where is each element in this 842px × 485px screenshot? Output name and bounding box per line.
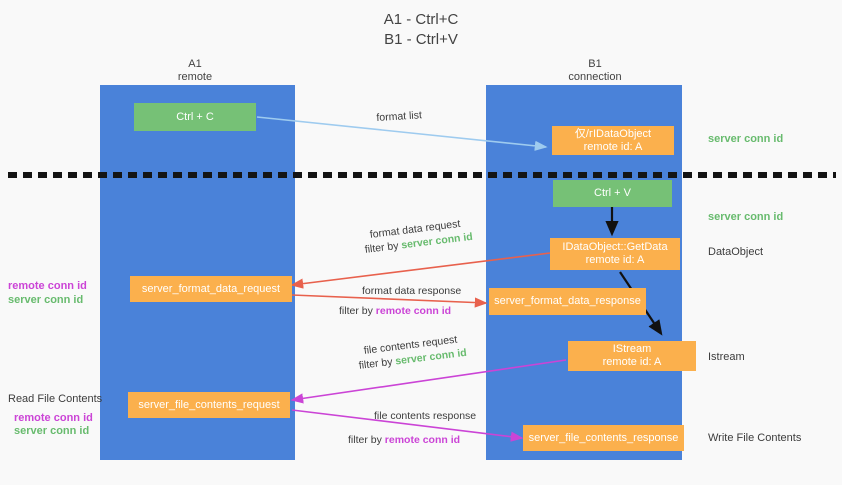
title-line-1: A1 - Ctrl+C bbox=[383, 11, 459, 28]
column-header-a1: A1 remote bbox=[130, 58, 260, 84]
label-dataobject: DataObject bbox=[708, 246, 764, 258]
arrow-label-format-data-response: format data response bbox=[362, 285, 462, 297]
label-server-conn-id-top: server conn id bbox=[708, 133, 784, 145]
box-ole-idataobject[interactable]: 仅/гIDataObject remote id: A bbox=[552, 126, 674, 155]
label-file-remote-conn-id: remote conn id bbox=[14, 412, 93, 424]
diagram-title: A1 - Ctrl+C B1 - Ctrl+V bbox=[0, 10, 842, 50]
box-server-file-contents-response-label: server_file_contents_response bbox=[528, 431, 679, 444]
box-ole-idataobject-label: 仅/гIDataObject remote id: A bbox=[574, 127, 652, 153]
label-format-remote-conn-id: remote conn id bbox=[8, 280, 87, 292]
filter-prefix-1: filter by bbox=[364, 239, 403, 256]
column-header-b1: B1 connection bbox=[530, 58, 660, 84]
label-format-server-conn-id: server conn id bbox=[8, 294, 84, 306]
label-istream: Istream bbox=[708, 351, 745, 363]
filter-prefix-3: filter by bbox=[358, 355, 397, 372]
label-write-file-contents: Write File Contents bbox=[708, 432, 802, 444]
box-ctrl-c-label: Ctrl + C bbox=[176, 110, 214, 123]
box-server-format-data-request-label: server_format_data_request bbox=[141, 282, 281, 295]
arrow-label-file-contents-response-filter: filter by remote conn id bbox=[348, 433, 460, 447]
box-server-file-contents-request-label: server_file_contents_request bbox=[138, 398, 280, 411]
box-idataobject-getdata[interactable]: IDataObject::GetData remote id: A bbox=[550, 238, 680, 270]
filter-value-4: remote conn id bbox=[384, 434, 461, 446]
box-server-file-contents-request[interactable]: server_file_contents_request bbox=[128, 392, 290, 418]
filter-value-2: remote conn id bbox=[375, 305, 452, 317]
box-server-format-data-response-label: server_format_data_response bbox=[494, 295, 641, 307]
arrow-label-format-data-response-filter: filter by remote conn id bbox=[339, 304, 451, 318]
box-server-format-data-response[interactable]: server_format_data_response bbox=[489, 288, 646, 315]
column-b1-name: B1 bbox=[588, 58, 602, 70]
label-read-file-contents: Read File Contents bbox=[8, 393, 103, 405]
column-b1-sub: connection bbox=[568, 71, 622, 83]
box-idataobject-getdata-label: IDataObject::GetData remote id: A bbox=[562, 241, 668, 266]
box-server-format-data-request[interactable]: server_format_data_request bbox=[130, 276, 292, 302]
box-server-file-contents-response[interactable]: server_file_contents_response bbox=[523, 425, 684, 451]
arrow-label-file-contents-response: file contents response bbox=[374, 410, 477, 422]
box-ctrl-v[interactable]: Ctrl + V bbox=[553, 180, 672, 207]
filter-prefix-4: filter by bbox=[348, 434, 385, 446]
box-ctrl-c[interactable]: Ctrl + C bbox=[134, 103, 256, 131]
dashed-divider bbox=[8, 172, 836, 178]
title-line-2: B1 - Ctrl+V bbox=[384, 31, 458, 48]
box-istream-label: IStream remote id: A bbox=[602, 343, 662, 368]
filter-prefix-2: filter by bbox=[339, 305, 376, 317]
box-istream[interactable]: IStream remote id: A bbox=[568, 341, 696, 371]
column-a1-sub: remote bbox=[177, 71, 213, 83]
box-ctrl-v-label: Ctrl + V bbox=[594, 187, 631, 199]
column-a1-name: A1 bbox=[188, 58, 202, 70]
arrow-label-format-list: format list bbox=[376, 109, 423, 124]
label-file-server-conn-id: server conn id bbox=[14, 425, 90, 437]
label-server-conn-id-mid: server conn id bbox=[708, 211, 784, 223]
